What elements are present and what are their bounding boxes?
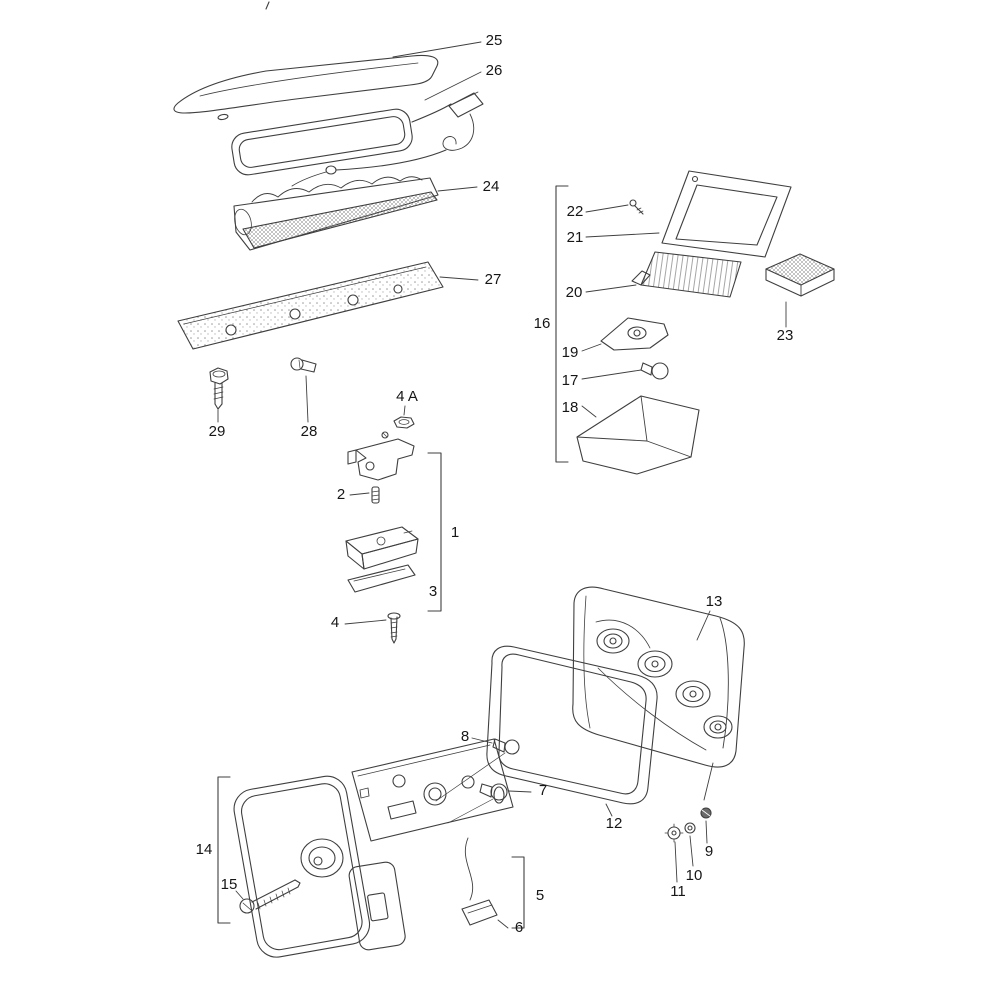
part-11-star-washer [664,823,684,843]
part-label-4-a: 4 A [396,388,418,405]
part-label-28: 28 [301,423,318,440]
part-23-lens-pad [765,253,835,297]
part-4a-nut [393,416,415,429]
part-22-screw [629,199,644,215]
part-5-bulb-carrier-plate [351,738,525,929]
part-label-11: 11 [670,883,686,900]
leader-lines [217,41,787,929]
part-label-3: 3 [429,583,437,600]
part-label-14: 14 [196,841,213,858]
part-label-4: 4 [331,614,339,631]
part-5-connector-housing [348,861,406,951]
part-12-seal-gasket [486,645,658,805]
part-16-group-bracket [555,185,569,463]
part-1-bracket-assembly [347,431,442,612]
part-label-27: 27 [485,271,502,288]
part-26-seal-frame [231,91,484,187]
part-10-washer [684,822,696,834]
part-label-12: 12 [606,815,623,832]
part-label-6: 6 [515,919,523,936]
part-label-16: 16 [534,315,551,332]
part-9-nut [700,807,712,819]
part-label-21: 21 [567,229,584,246]
part-label-13: 13 [706,593,723,610]
part-4-screw [387,612,401,644]
part-24-lamp-unit [233,176,439,251]
part-7-bulb [447,783,508,824]
part-label-1: 1 [451,524,459,541]
part-6-connector [461,899,498,926]
part-27-foam-gasket [177,261,444,350]
part-13-tail-light-housing [572,586,745,801]
part-25-top-cover [173,54,439,121]
part-28-bulb-socket [290,357,317,373]
part-label-8: 8 [461,728,469,745]
part-label-22: 22 [567,203,584,220]
part-label-15: 15 [221,876,238,893]
part-20-grid-lamp [631,251,742,298]
part-14-lens-assembly [233,775,371,958]
part-1-lamp-housing [345,526,419,570]
part-label-29: 29 [209,423,226,440]
part-19-bulb-holder [600,317,669,351]
part-2-stud [371,486,380,504]
part-label-20: 20 [566,284,583,301]
part-14-group-bracket [217,776,231,924]
part-label-2: 2 [337,486,345,503]
part-label-18: 18 [562,399,579,416]
part-label-25: 25 [486,32,503,49]
part-15-screw [239,879,301,914]
part-17-bulb [640,362,669,380]
part-3-lens [347,564,416,593]
artifact-mark [265,1,270,10]
part-29-screw [209,367,229,410]
part-18-housing-scoop [576,395,700,475]
part-label-26: 26 [486,62,503,79]
part-label-5: 5 [536,887,544,904]
part-label-10: 10 [686,867,703,884]
part-21-frame [661,170,792,258]
part-label-19: 19 [562,344,579,361]
part-label-24: 24 [483,178,500,195]
part-label-7: 7 [539,782,547,799]
part-label-9: 9 [705,843,713,860]
part-label-17: 17 [562,372,579,389]
part-label-23: 23 [777,327,794,344]
